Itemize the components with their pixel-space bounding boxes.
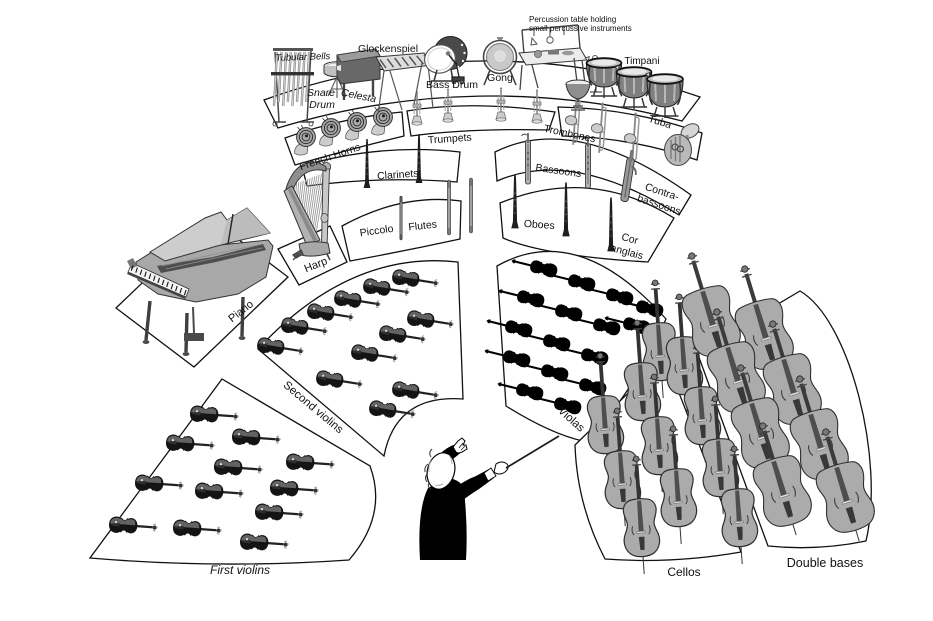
svg-text:Cor: Cor — [620, 231, 640, 247]
svg-text:Gong: Gong — [487, 72, 513, 84]
svg-text:Drum: Drum — [309, 99, 335, 111]
svg-text:Flutes: Flutes — [408, 219, 438, 234]
svg-text:Piccolo: Piccolo — [359, 223, 394, 240]
svg-text:Percussion table holding: Percussion table holding — [529, 15, 616, 24]
svg-text:First violins: First violins — [210, 563, 270, 577]
svg-text:Trumpets: Trumpets — [427, 131, 472, 146]
svg-text:Bass Drum: Bass Drum — [426, 79, 478, 91]
svg-text:Snare: Snare — [307, 87, 335, 99]
svg-text:Glockenspiel: Glockenspiel — [358, 43, 418, 55]
svg-text:small percussive instruments: small percussive instruments — [529, 24, 632, 33]
svg-text:Cellos: Cellos — [667, 565, 700, 579]
svg-text:Tubular Bells: Tubular Bells — [275, 51, 330, 64]
svg-text:Oboes: Oboes — [523, 218, 555, 232]
svg-text:Timpani: Timpani — [624, 56, 659, 67]
svg-text:Double bases: Double bases — [787, 556, 863, 570]
svg-text:Clarinets: Clarinets — [377, 168, 419, 183]
